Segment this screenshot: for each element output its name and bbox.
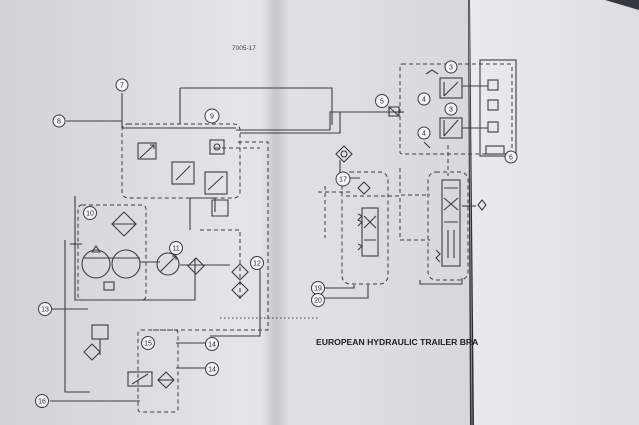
svg-text:3: 3 (449, 65, 453, 72)
svg-text:4: 4 (422, 97, 426, 104)
callout-12: 12 (250, 256, 264, 270)
callout-6: 6 (504, 150, 518, 164)
callout-4-upper: 4 (417, 92, 431, 106)
svg-text:14: 14 (208, 342, 216, 349)
callout-5: 5 (375, 94, 389, 108)
page-edge (468, 0, 473, 425)
callout-10: 10 (83, 206, 97, 220)
callout-16: 16 (35, 394, 49, 408)
svg-text:11: 11 (172, 246, 179, 253)
svg-text:15: 15 (144, 341, 152, 348)
svg-text:12: 12 (253, 261, 261, 268)
svg-text:16: 16 (38, 399, 46, 406)
callout-14-lower: 14 (205, 362, 219, 376)
svg-text:14: 14 (208, 367, 216, 374)
svg-text:10: 10 (86, 211, 94, 218)
svg-text:19: 19 (314, 286, 322, 293)
callouts: 7 8 9 10 11 12 13 14 14 15 16 17 19 20 5… (35, 60, 518, 408)
pilot-lines (150, 141, 449, 331)
callout-8: 8 (52, 114, 66, 128)
callout-20: 20 (311, 293, 325, 307)
callout-9: 9 (204, 108, 220, 124)
svg-text:4: 4 (422, 131, 426, 138)
doc-code: 7005-17 (232, 45, 256, 52)
page-fold-shadow (262, 0, 290, 425)
hydraulic-lines (50, 87, 476, 402)
svg-text:7: 7 (120, 83, 124, 90)
callout-14-upper: 14 (205, 337, 219, 351)
callout-7: 7 (115, 78, 129, 92)
callout-19: 19 (311, 281, 325, 295)
svg-text:5: 5 (380, 99, 384, 106)
callout-17: 17 (335, 171, 351, 187)
svg-text:13: 13 (41, 307, 49, 314)
diagram-title: EUROPEAN HYDRAULIC TRAILER BRA (316, 337, 478, 347)
callout-4-lower: 4 (417, 126, 431, 140)
svg-text:3: 3 (449, 107, 453, 114)
left-page (0, 0, 470, 425)
symbols (81, 69, 505, 389)
page-corner-shadow (605, 0, 639, 10)
callout-15: 15 (141, 336, 155, 350)
callout-13: 13 (38, 302, 52, 316)
svg-text:20: 20 (314, 298, 322, 305)
component-boxes (77, 59, 517, 413)
callout-3-lower: 3 (444, 102, 458, 116)
svg-text:9: 9 (210, 114, 214, 121)
svg-text:6: 6 (509, 155, 513, 162)
svg-text:8: 8 (57, 119, 61, 126)
svg-text:17: 17 (339, 177, 347, 184)
callout-3-upper: 3 (444, 60, 458, 74)
right-page (470, 0, 639, 425)
callout-11: 11 (169, 241, 183, 255)
